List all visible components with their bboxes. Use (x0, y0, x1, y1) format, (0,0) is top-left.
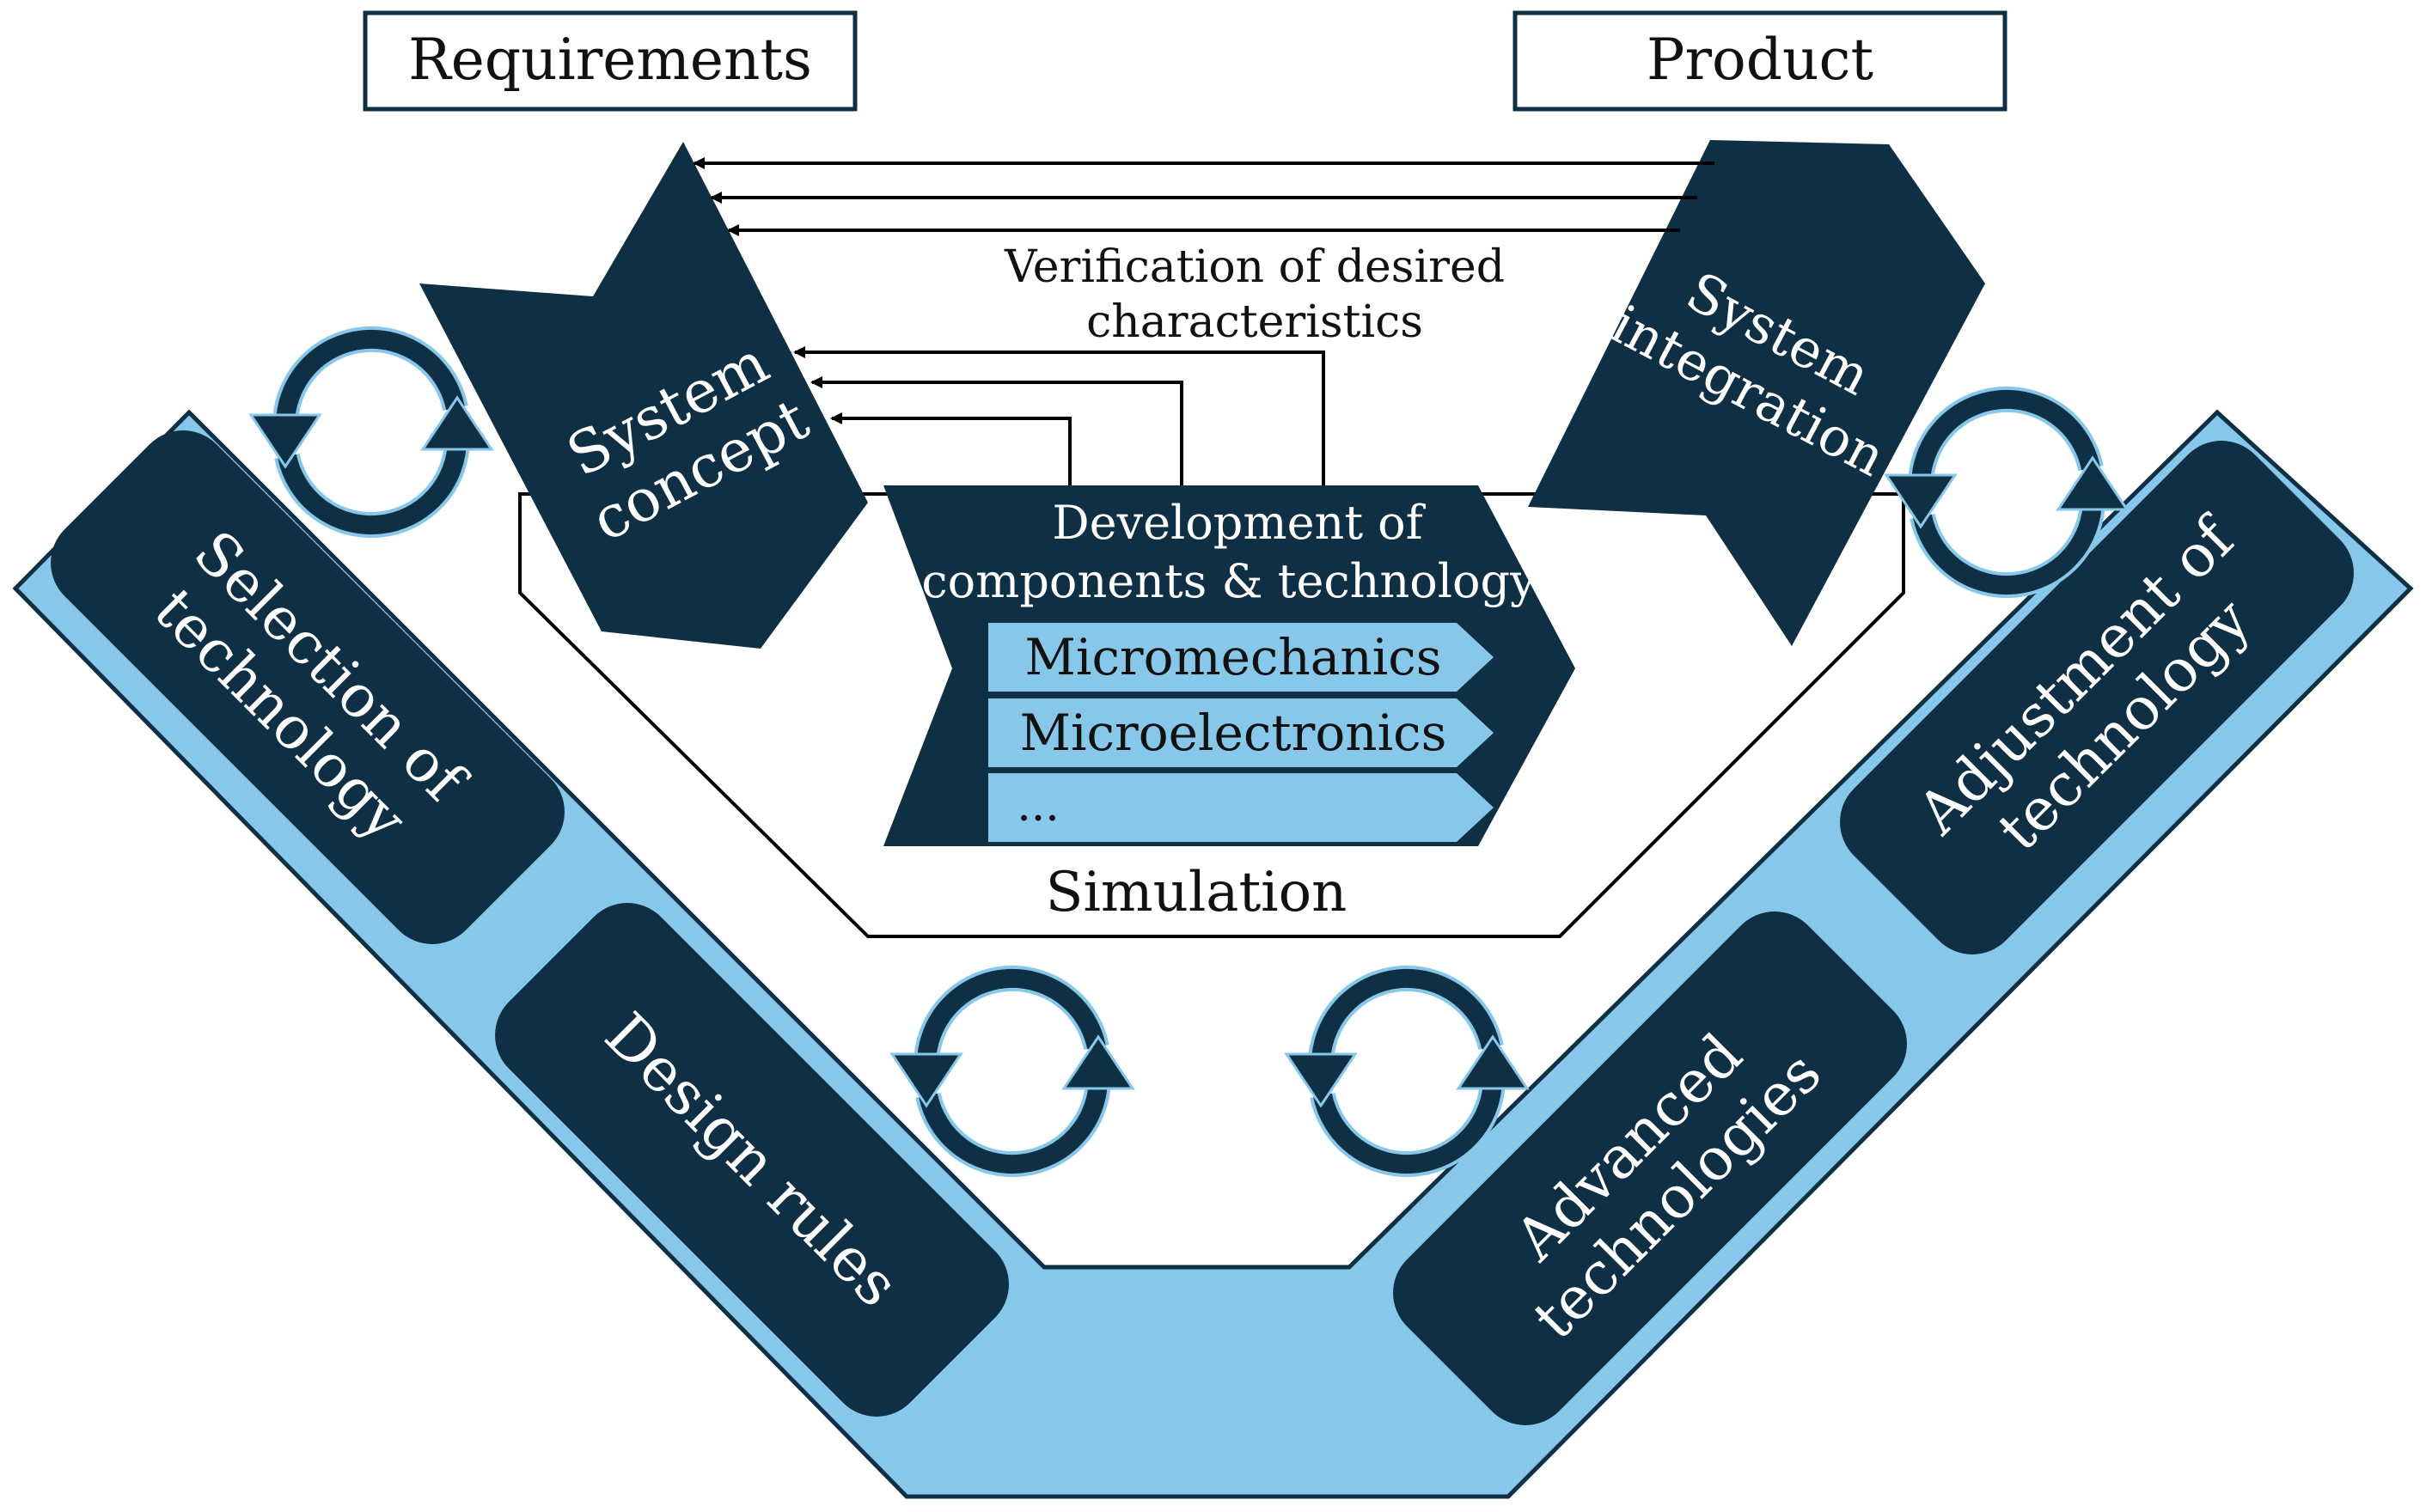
development-label-line2: components & technology (921, 554, 1537, 608)
more-layers-label: ... (1017, 780, 1060, 832)
verification-label-line2: characteristics (1086, 296, 1423, 348)
product-label: Product (1647, 27, 1873, 93)
adjustment-of-technology-box (1840, 441, 2354, 954)
more-layers (988, 773, 1494, 842)
simulation-label: Simulation (1046, 861, 1347, 924)
advanced-technologies-box (1393, 911, 1907, 1425)
development-label-line1: Development of (1052, 496, 1426, 550)
cycle-arrows-icon-bottom-left (892, 979, 1133, 1164)
system-concept-shape (419, 142, 868, 649)
verification-label-line1: Verification of desired (1004, 241, 1505, 293)
micromechanics-layer (988, 623, 1494, 692)
cycle-arrows-icon-left-top (251, 339, 492, 525)
product-box (1512, 10, 2007, 112)
verification-arrows (693, 157, 1714, 485)
design-rules-box (495, 903, 1009, 1417)
requirements-label: Requirements (408, 27, 812, 93)
microelectronics-label: Microelectronics (1020, 704, 1447, 762)
system-integration-shape (1528, 140, 1985, 646)
requirements-box (363, 10, 858, 112)
microelectronics-layer (988, 698, 1494, 767)
selection-of-technology-box (51, 430, 565, 944)
micromechanics-label: Micromechanics (1025, 628, 1442, 686)
